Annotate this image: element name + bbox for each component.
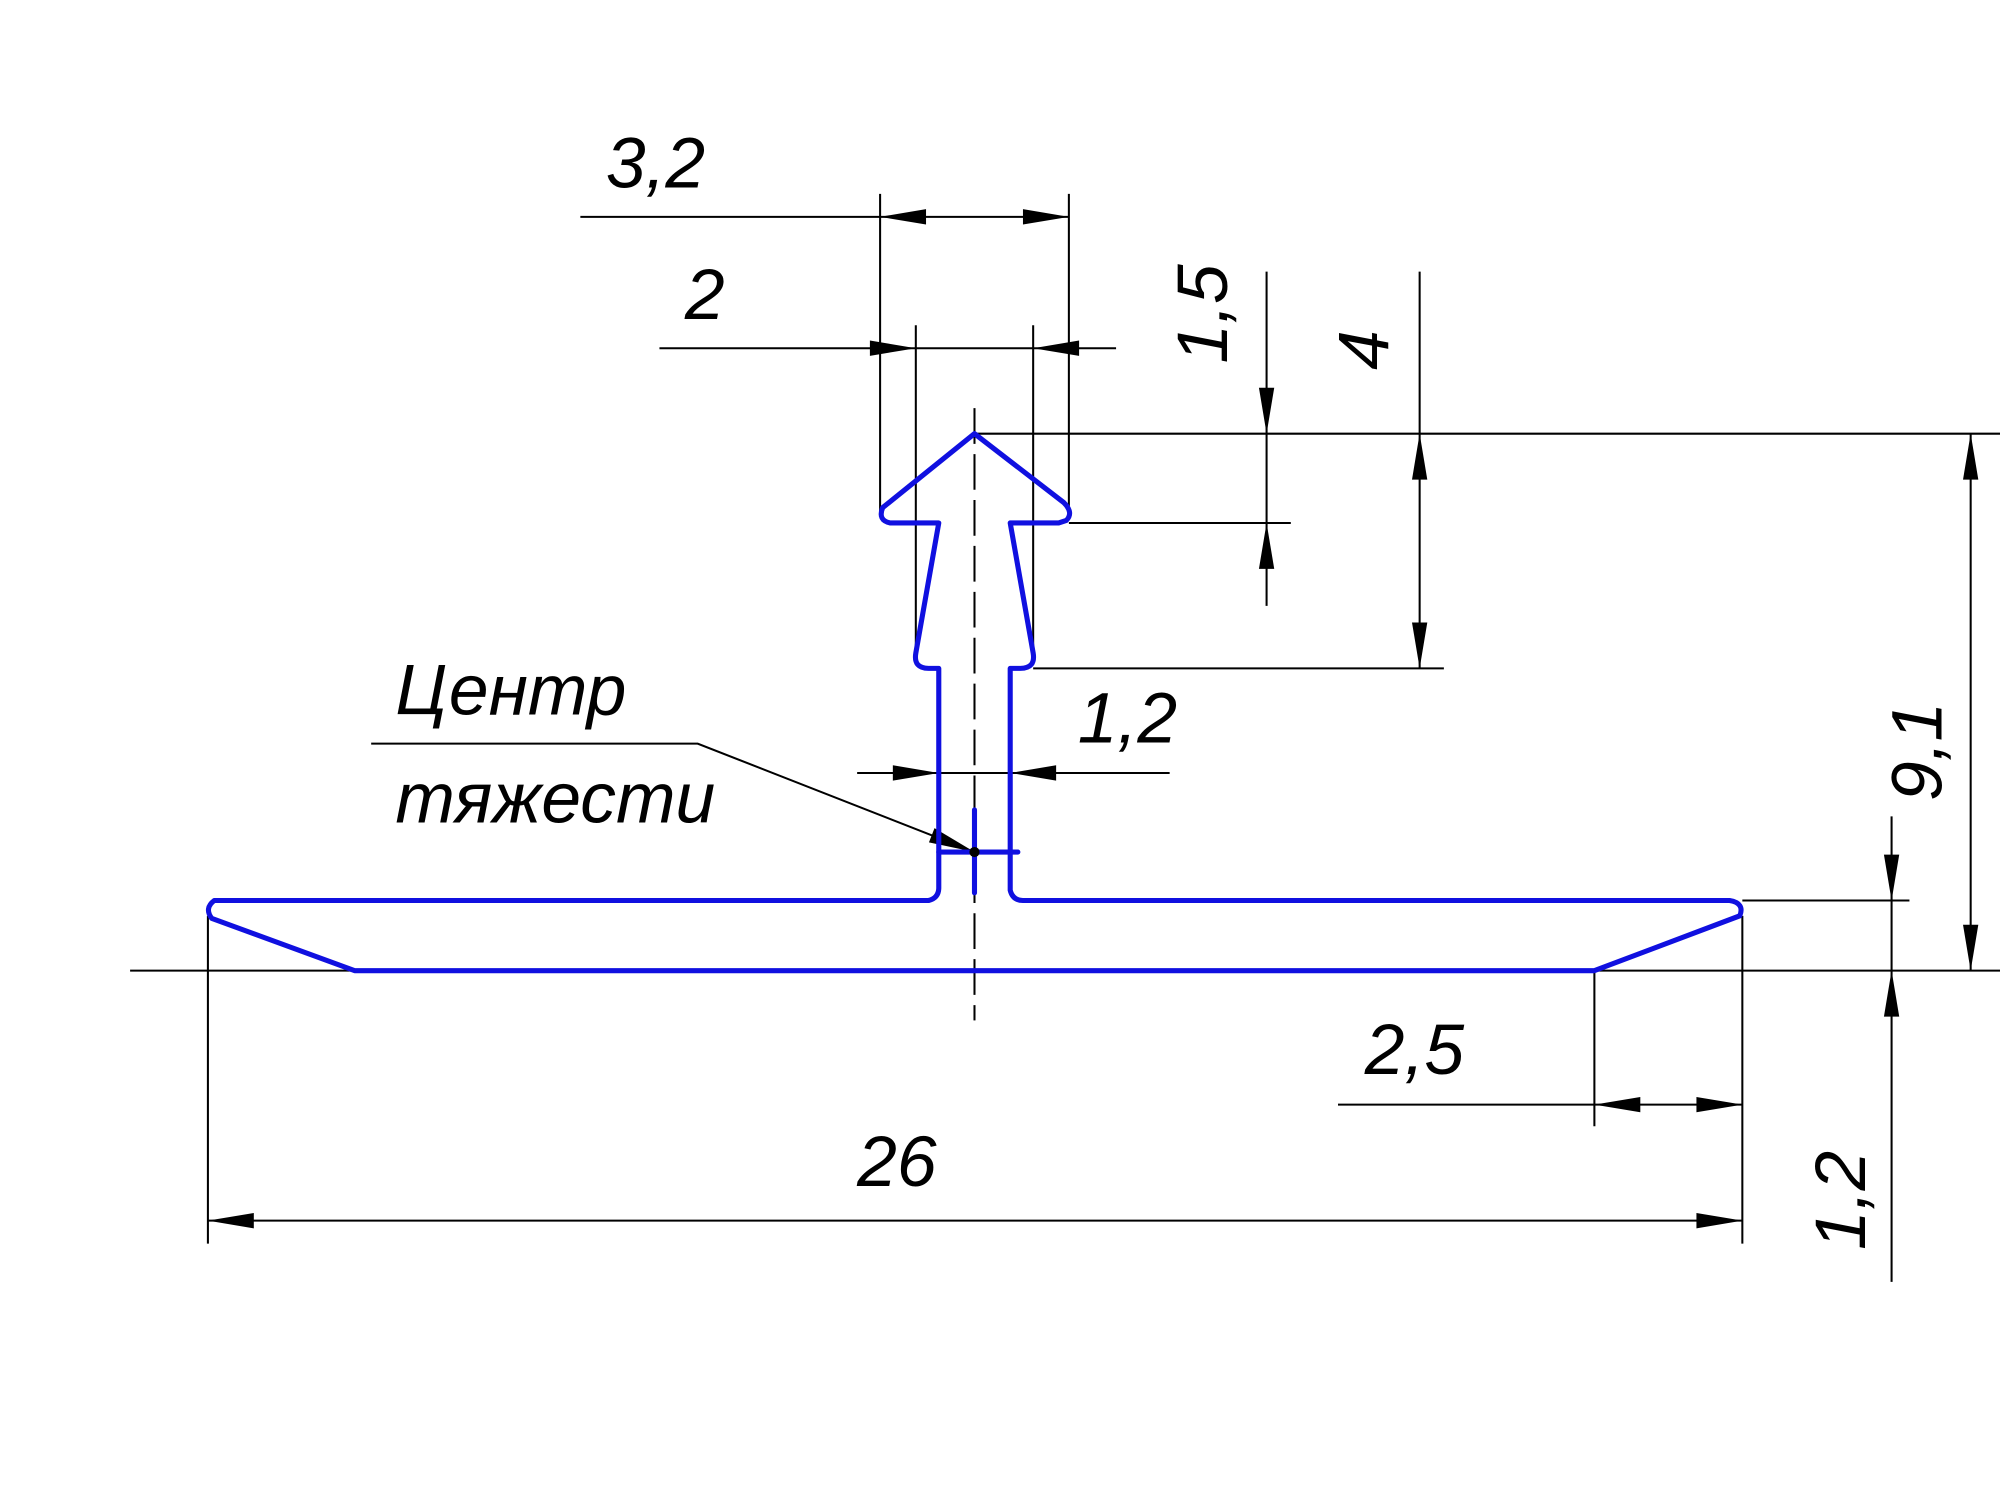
dim-text-chamfer: 2,5 <box>1364 1010 1465 1090</box>
dim-text-flange-thickness: 1,2 <box>1801 1151 1881 1250</box>
arrowhead <box>880 209 927 225</box>
dim-text-flange-width: 26 <box>856 1122 937 1202</box>
arrowhead <box>207 1213 254 1229</box>
part-outline <box>205 431 1744 974</box>
leader-text-line2: тяжести <box>395 759 715 839</box>
arrowhead <box>892 765 939 781</box>
arrowhead <box>1696 1096 1743 1113</box>
extension-lines <box>206 193 2000 1244</box>
dim-text-head-height: 4 <box>1324 330 1404 370</box>
arrowhead <box>1411 622 1428 669</box>
dim-text-cap-width: 3,2 <box>606 124 705 204</box>
leader-text-line1: Центр <box>395 650 626 730</box>
arrowhead <box>1594 1096 1641 1113</box>
dim-text-stem-width: 1,2 <box>1078 678 1177 758</box>
arrowhead <box>1411 433 1428 480</box>
leader-line <box>371 742 975 853</box>
dim-text-cap-height: 1,5 <box>1163 264 1243 364</box>
arrowhead <box>1033 340 1080 356</box>
arrowhead <box>1022 209 1069 225</box>
arrowhead <box>1258 522 1275 569</box>
dim-text-total-height: 9,1 <box>1877 702 1957 801</box>
dimension-arrows <box>207 209 1979 1229</box>
arrowhead <box>1963 433 1979 480</box>
arrowhead <box>1883 854 1900 901</box>
arrowhead <box>1010 765 1057 781</box>
center-of-gravity-mark <box>936 807 1021 896</box>
arrowhead <box>1883 970 1900 1017</box>
dim-text-stem-top: 2 <box>684 255 725 335</box>
arrowhead <box>1696 1213 1743 1229</box>
arrowhead <box>869 340 916 356</box>
arrowhead <box>1963 924 1979 971</box>
arrowhead <box>1258 387 1275 434</box>
